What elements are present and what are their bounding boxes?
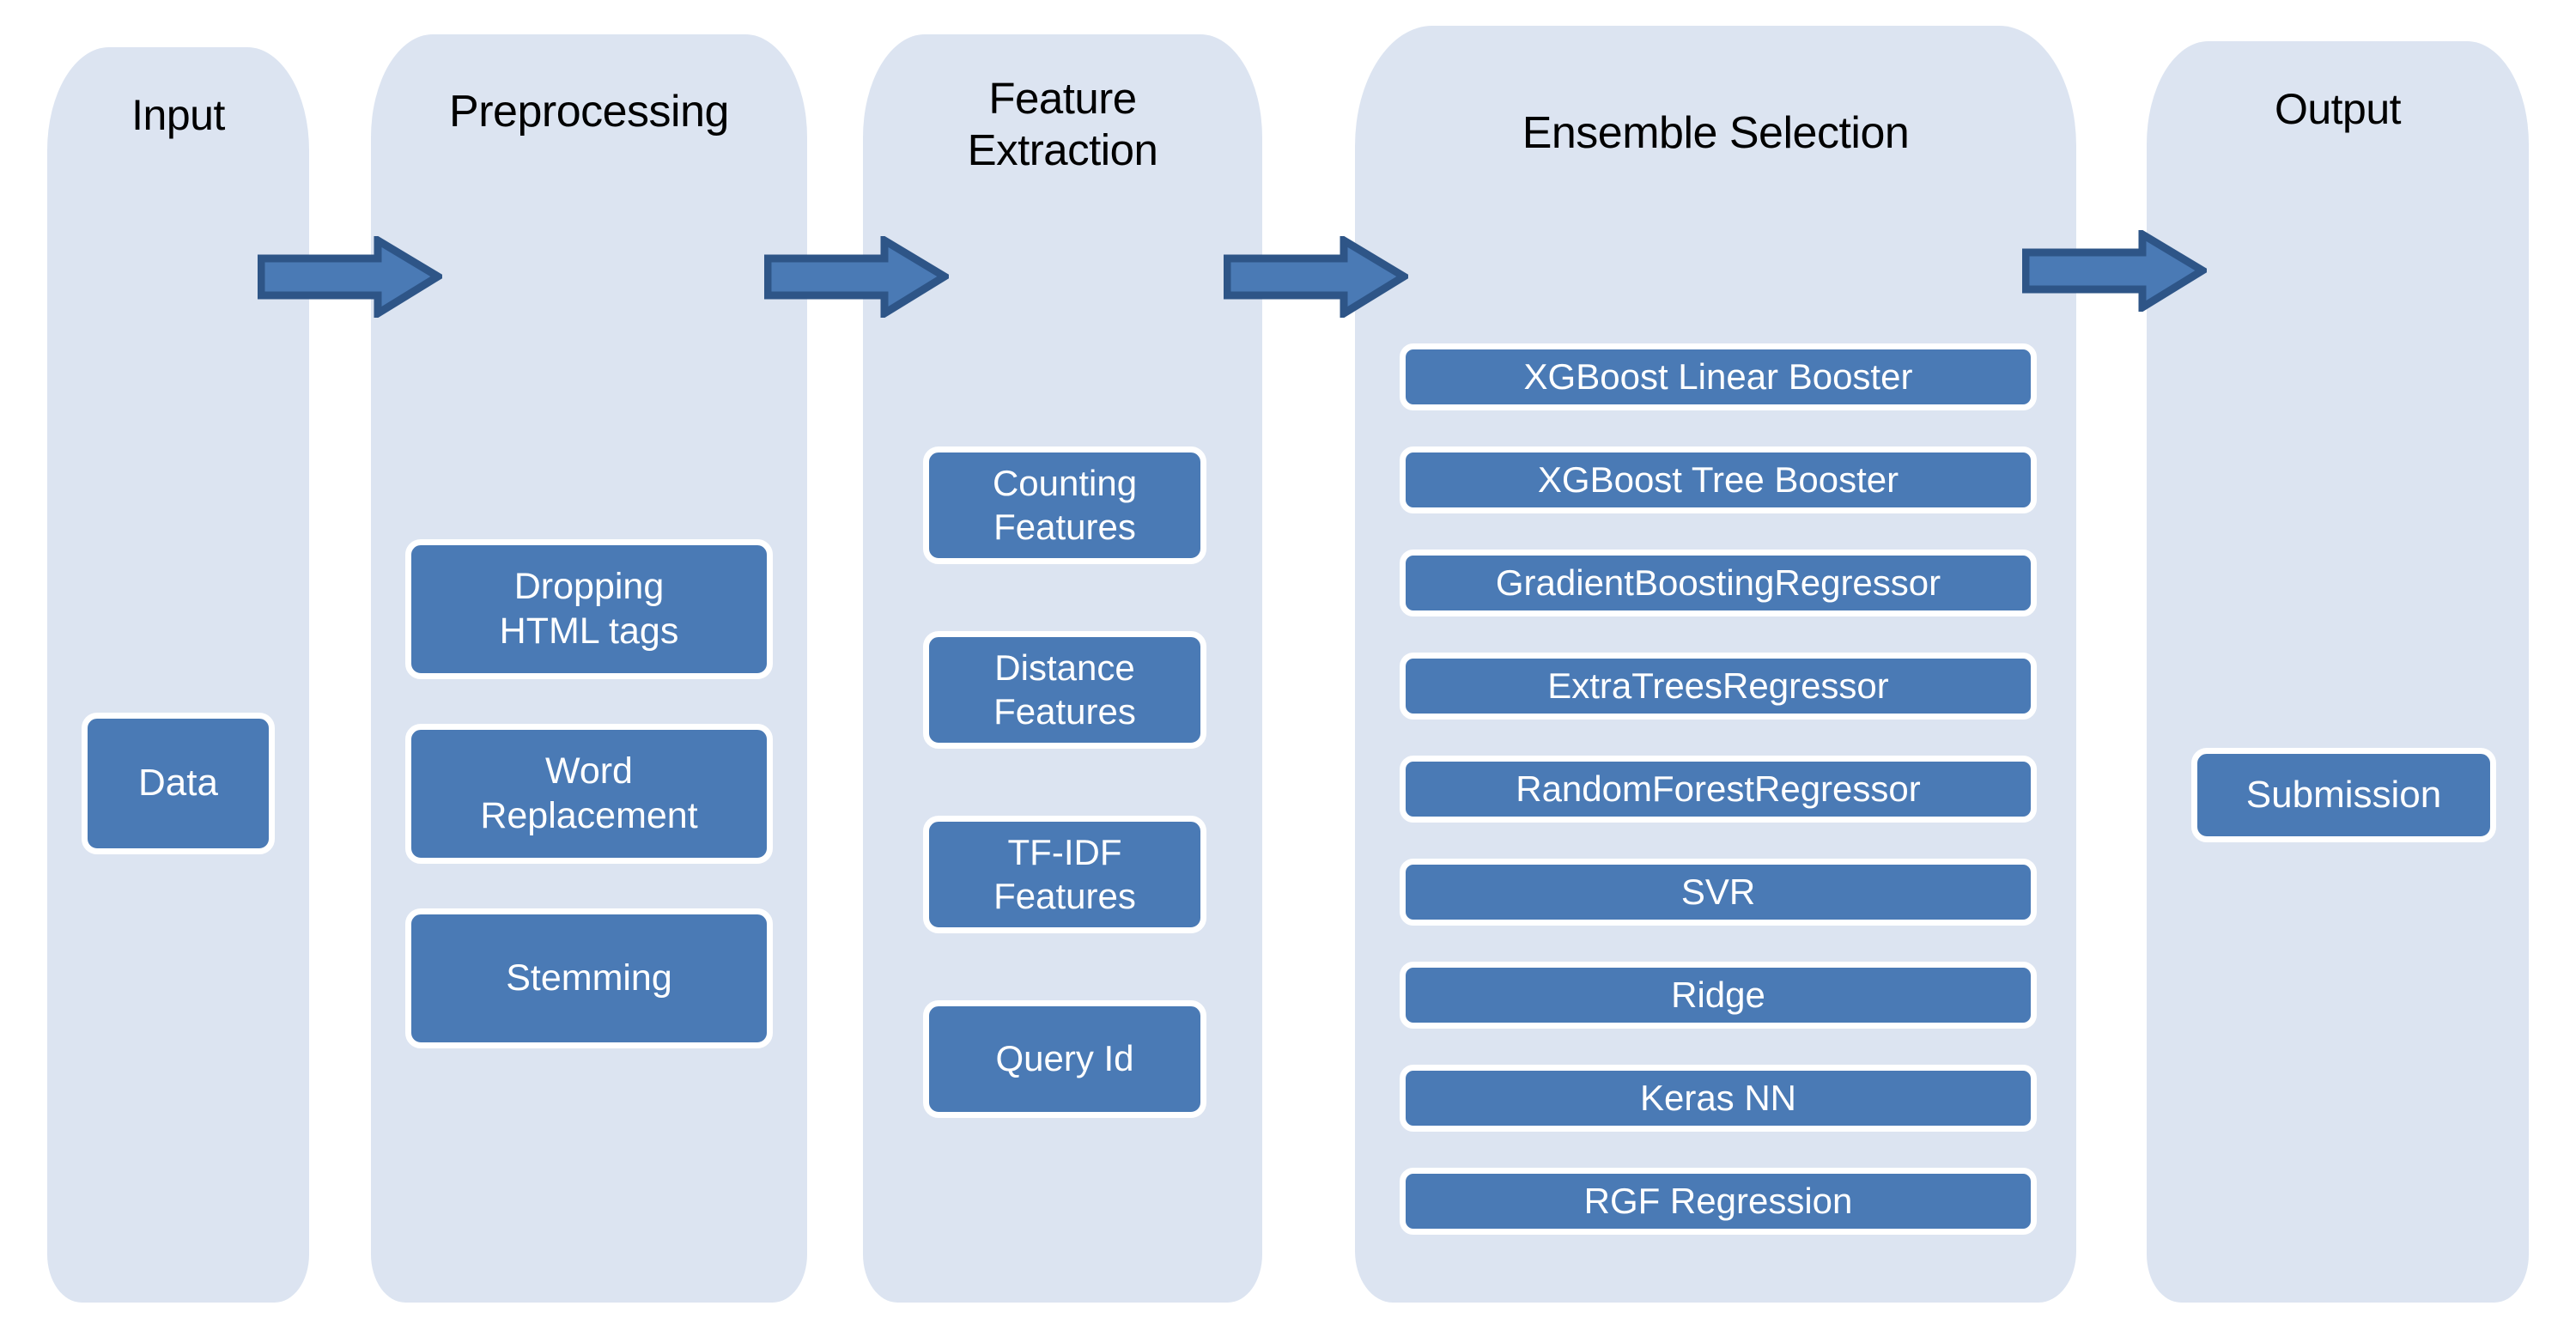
item-stemming[interactable]: Stemming — [405, 908, 773, 1048]
model-random-forest-regressor[interactable]: RandomForestRegressor — [1400, 756, 2037, 823]
model-gradient-boosting-regressor[interactable]: GradientBoostingRegressor — [1400, 550, 2037, 616]
item-submission[interactable]: Submission — [2191, 748, 2496, 842]
stage-title-output: Output — [2274, 85, 2402, 133]
model-extra-trees-regressor[interactable]: ExtraTreesRegressor — [1400, 653, 2037, 720]
arrow-ensemble-selection-to-output — [2022, 230, 2207, 312]
stage-title-preprocessing: Preprocessing — [449, 87, 729, 137]
stage-panel-output: Output Submission — [2147, 41, 2529, 1303]
arrow-feature-extraction-to-ensemble-selection — [1224, 236, 1408, 318]
stage-title-ensemble-selection: Ensemble Selection — [1522, 108, 1910, 158]
model-keras-nn[interactable]: Keras NN — [1400, 1065, 2037, 1132]
stage-panel-ensemble-selection: Ensemble Selection XGBoost Linear Booste… — [1355, 26, 2076, 1303]
item-dropping-html-tags[interactable]: Dropping HTML tags — [405, 539, 773, 679]
stage-panel-feature-extraction: Feature Extraction Counting Features Dis… — [863, 34, 1262, 1303]
item-tf-idf-features[interactable]: TF-IDF Features — [923, 816, 1206, 933]
model-svr[interactable]: SVR — [1400, 859, 2037, 926]
item-word-replacement[interactable]: Word Replacement — [405, 724, 773, 864]
item-data[interactable]: Data — [82, 713, 275, 854]
arrow-input-to-preprocessing — [258, 236, 442, 318]
item-counting-features[interactable]: Counting Features — [923, 446, 1206, 564]
arrow-preprocessing-to-feature-extraction — [764, 236, 949, 318]
stage-title-feature-extraction: Feature Extraction — [967, 74, 1158, 175]
model-ridge[interactable]: Ridge — [1400, 962, 2037, 1029]
stage-title-input: Input — [131, 91, 225, 139]
item-distance-features[interactable]: Distance Features — [923, 631, 1206, 749]
model-xgboost-tree-booster[interactable]: XGBoost Tree Booster — [1400, 446, 2037, 513]
model-xgboost-linear-booster[interactable]: XGBoost Linear Booster — [1400, 343, 2037, 410]
stage-panel-preprocessing: Preprocessing Dropping HTML tags Word Re… — [371, 34, 807, 1303]
model-rgf-regression[interactable]: RGF Regression — [1400, 1168, 2037, 1235]
item-query-id[interactable]: Query Id — [923, 1000, 1206, 1118]
